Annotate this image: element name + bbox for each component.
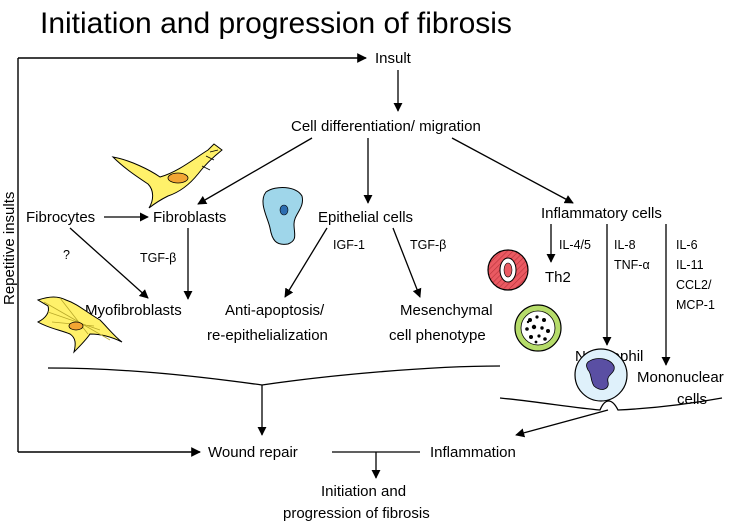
fibroblasts-node: Fibroblasts: [153, 209, 226, 226]
mesenchymal-line2: cell phenotype: [389, 327, 486, 344]
myofibroblasts-node: Myofibroblasts: [85, 302, 182, 319]
diagram-title: Initiation and progression of fibrosis: [40, 7, 512, 40]
insult-node: Insult: [375, 50, 412, 67]
fibroblast-cell-illustration: [111, 143, 223, 209]
igf1-label: IGF-1: [333, 238, 365, 252]
th2-node: Th2: [545, 269, 571, 286]
epithelial-cell-illustration: [262, 187, 304, 245]
mononuclear-cell-illustration: [574, 348, 628, 402]
outcome-line2: progression of fibrosis: [283, 505, 430, 522]
arrow-to-fibroblasts: [197, 137, 313, 205]
il8-label: IL-8: [614, 238, 636, 252]
tnf-alpha-label: TNF-α: [614, 258, 650, 272]
anti-apoptosis-line1: Anti-apoptosis/: [225, 302, 325, 319]
mononuclear-line2: cells: [677, 391, 707, 408]
outcome-line1: Initiation and: [321, 483, 406, 500]
neutrophil-cell-illustration: [514, 304, 562, 352]
wound-repair-node: Wound repair: [208, 444, 298, 461]
th2-cell-illustration: [487, 249, 529, 291]
ccl2-label: CCL2/: [676, 278, 712, 292]
anti-apoptosis-line2: re-epithelialization: [207, 327, 328, 344]
inflammatory-cells-node: Inflammatory cells: [541, 205, 662, 222]
question-mark-label: ?: [63, 248, 70, 262]
il45-label: IL-4/5: [559, 238, 591, 252]
arrow-epithelial-to-anti-apoptosis: [284, 227, 328, 298]
il11-label: IL-11: [676, 258, 704, 272]
epithelial-cells-node: Epithelial cells: [318, 209, 413, 226]
mesenchymal-line1: Mesenchymal: [400, 302, 493, 319]
inflammation-node: Inflammation: [430, 444, 516, 461]
arrow-to-inflammatory: [451, 137, 574, 204]
arrow-epithelial-to-mesenchymal: [392, 227, 422, 298]
tgf-beta-fibroblast-label: TGF-β: [140, 251, 176, 265]
mononuclear-line1: Mononuclear: [637, 369, 724, 386]
il6-label: IL-6: [676, 238, 698, 252]
fibrocytes-node: Fibrocytes: [26, 209, 95, 226]
myofibroblast-cell-illustration: [36, 296, 123, 354]
mcp1-label: MCP-1: [676, 298, 715, 312]
repetitive-insults-loop: [17, 53, 367, 457]
arrow-fibrocytes-to-myofibroblasts: [69, 227, 149, 299]
left-brace-curve: [47, 365, 501, 386]
repetitive-insults-label: Repetitive insults: [1, 192, 18, 305]
tgf-beta-epithelial-label: TGF-β: [410, 238, 446, 252]
right-brace-curve: [499, 397, 723, 411]
cell-differentiation-node: Cell differentiation/ migration: [291, 118, 481, 135]
arrow-to-inflammation: [515, 409, 609, 438]
